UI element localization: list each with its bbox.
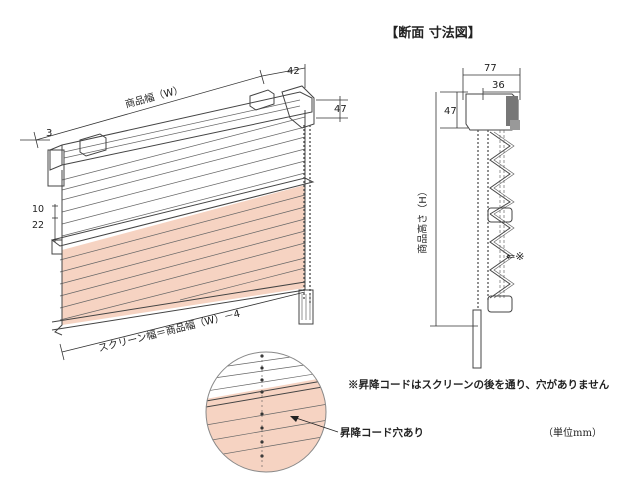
- bottom-rail: [51, 281, 306, 323]
- unit-label: （単位mm）: [543, 426, 602, 439]
- cord-marker: ⇐※: [506, 250, 524, 263]
- section-weight: [472, 309, 482, 369]
- bracket-left: [79, 133, 107, 157]
- dim-42: 42: [261, 64, 306, 88]
- cord-note: ※昇降コードはスクリーンの後を通り、穴がありません: [348, 378, 610, 391]
- middle-rail-cap: [51, 239, 63, 255]
- dim-47-left-label: 47: [334, 104, 347, 115]
- upper-pleats: [61, 116, 306, 237]
- detail-label: 昇降コード穴あり: [340, 426, 424, 439]
- dim-36-label: 36: [492, 80, 505, 91]
- dim-3-label: 3: [46, 128, 52, 139]
- bracket-right: [249, 89, 275, 111]
- dim-47-section-label: 47: [444, 106, 457, 117]
- dim-42-label: 42: [287, 66, 300, 77]
- blind-perspective: 商品幅（W） 42 47 3 10 22: [20, 64, 348, 361]
- detail-view: [206, 352, 326, 472]
- dim-10-22: 10 22: [32, 204, 58, 242]
- detail-circle: [205, 351, 327, 473]
- cross-section: 77 36 47 商品高さ（H） ⇐※: [416, 63, 524, 369]
- pleat-stack-lower: [489, 213, 511, 299]
- control-unit: [281, 85, 315, 129]
- dim-10-label: 10: [32, 204, 44, 215]
- control-chain: [298, 125, 314, 325]
- dim-77-label: 77: [484, 63, 497, 74]
- screen-fabric: [62, 185, 305, 325]
- middle-rail: [50, 177, 315, 247]
- pleat-stack-upper: [489, 131, 511, 215]
- chain-weight: [298, 289, 314, 325]
- dim-47-left: 47: [316, 96, 348, 122]
- pleat-lines: [59, 194, 306, 321]
- screen-left-edge: [54, 170, 63, 336]
- head-rail: [49, 91, 313, 171]
- middle-rail-section: [487, 207, 513, 223]
- bottom-rail-lower: [51, 289, 306, 331]
- dim-22-label: 22: [32, 220, 44, 231]
- head-rail-endcap: [47, 149, 65, 187]
- dim-height-label: 商品高さ（H）: [416, 186, 429, 254]
- control-section: [506, 96, 518, 126]
- diagram-title: 【断面 寸法図】: [385, 25, 481, 41]
- cord-holes: [260, 352, 264, 470]
- detail-leader: [290, 416, 339, 433]
- dim-3: 3: [20, 128, 52, 141]
- bottom-rail-section: [487, 295, 513, 313]
